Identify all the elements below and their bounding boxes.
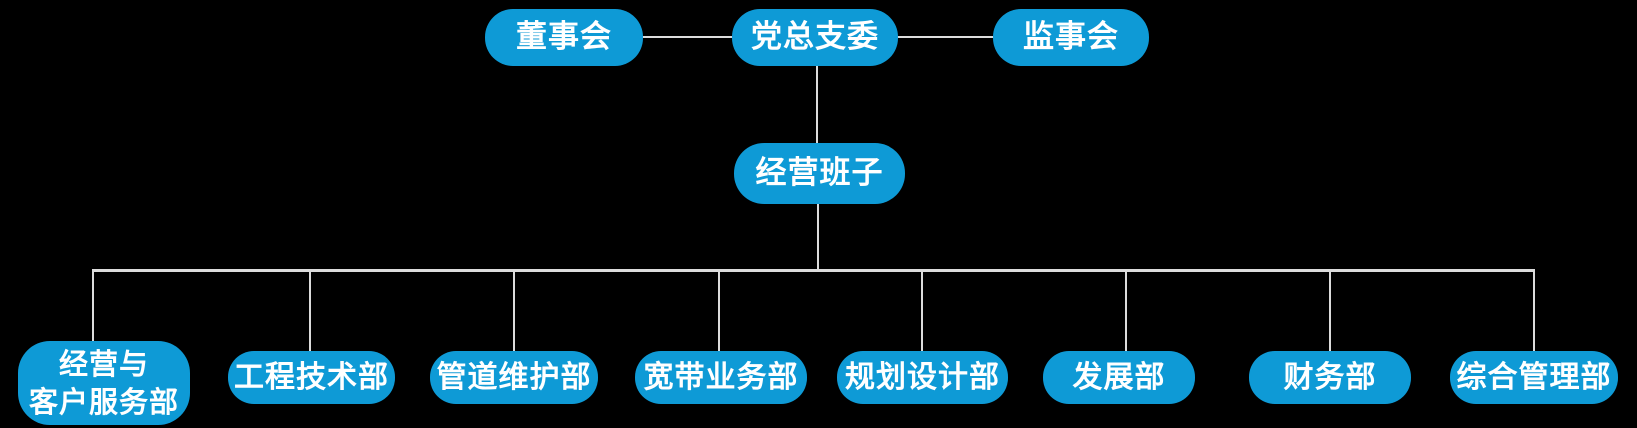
node-label: 管道维护部 <box>436 359 592 395</box>
connector-drop-2 <box>309 271 311 351</box>
connector-drop-4 <box>718 271 720 351</box>
connector-drop-5 <box>921 271 923 351</box>
node-broadband-business-dept: 宽带业务部 <box>635 351 807 404</box>
node-label: 发展部 <box>1072 359 1166 395</box>
node-supervisory-board: 监事会 <box>993 9 1149 66</box>
connector-drop-8 <box>1533 271 1535 351</box>
connector-management-to-bus <box>817 203 819 271</box>
node-label: 客户服务部 <box>28 385 179 419</box>
node-operations-and-customer-service-dept: 经营与 客户服务部 <box>18 341 190 425</box>
node-board-of-directors: 董事会 <box>485 9 643 66</box>
node-engineering-technology-dept: 工程技术部 <box>228 351 395 404</box>
node-label: 董事会 <box>516 18 612 55</box>
node-development-dept: 发展部 <box>1043 351 1195 404</box>
node-planning-design-dept: 规划设计部 <box>837 351 1008 404</box>
node-label: 规划设计部 <box>845 359 1000 395</box>
connector-drop-6 <box>1125 271 1127 351</box>
node-management-team: 经营班子 <box>734 143 905 204</box>
node-general-management-dept: 综合管理部 <box>1450 351 1618 404</box>
connector-bus <box>92 269 1535 272</box>
node-pipeline-maintenance-dept: 管道维护部 <box>430 351 598 404</box>
node-label: 监事会 <box>1023 18 1119 55</box>
connector-board-to-party <box>643 36 732 38</box>
node-label: 党总支委 <box>751 18 879 55</box>
connector-party-to-supervisory <box>897 36 993 38</box>
connector-party-to-management <box>816 64 818 144</box>
connector-drop-3 <box>513 271 515 351</box>
node-party-general-branch-committee: 党总支委 <box>732 9 898 66</box>
node-label: 经营班子 <box>755 154 884 191</box>
node-label: 工程技术部 <box>234 359 389 395</box>
node-label: 综合管理部 <box>1456 359 1612 395</box>
connector-drop-1 <box>92 271 94 341</box>
node-label: 财务部 <box>1283 359 1377 395</box>
node-label: 经营与 <box>58 347 149 381</box>
node-label: 宽带业务部 <box>643 359 799 395</box>
connector-drop-7 <box>1329 271 1331 351</box>
node-finance-dept: 财务部 <box>1249 351 1411 404</box>
